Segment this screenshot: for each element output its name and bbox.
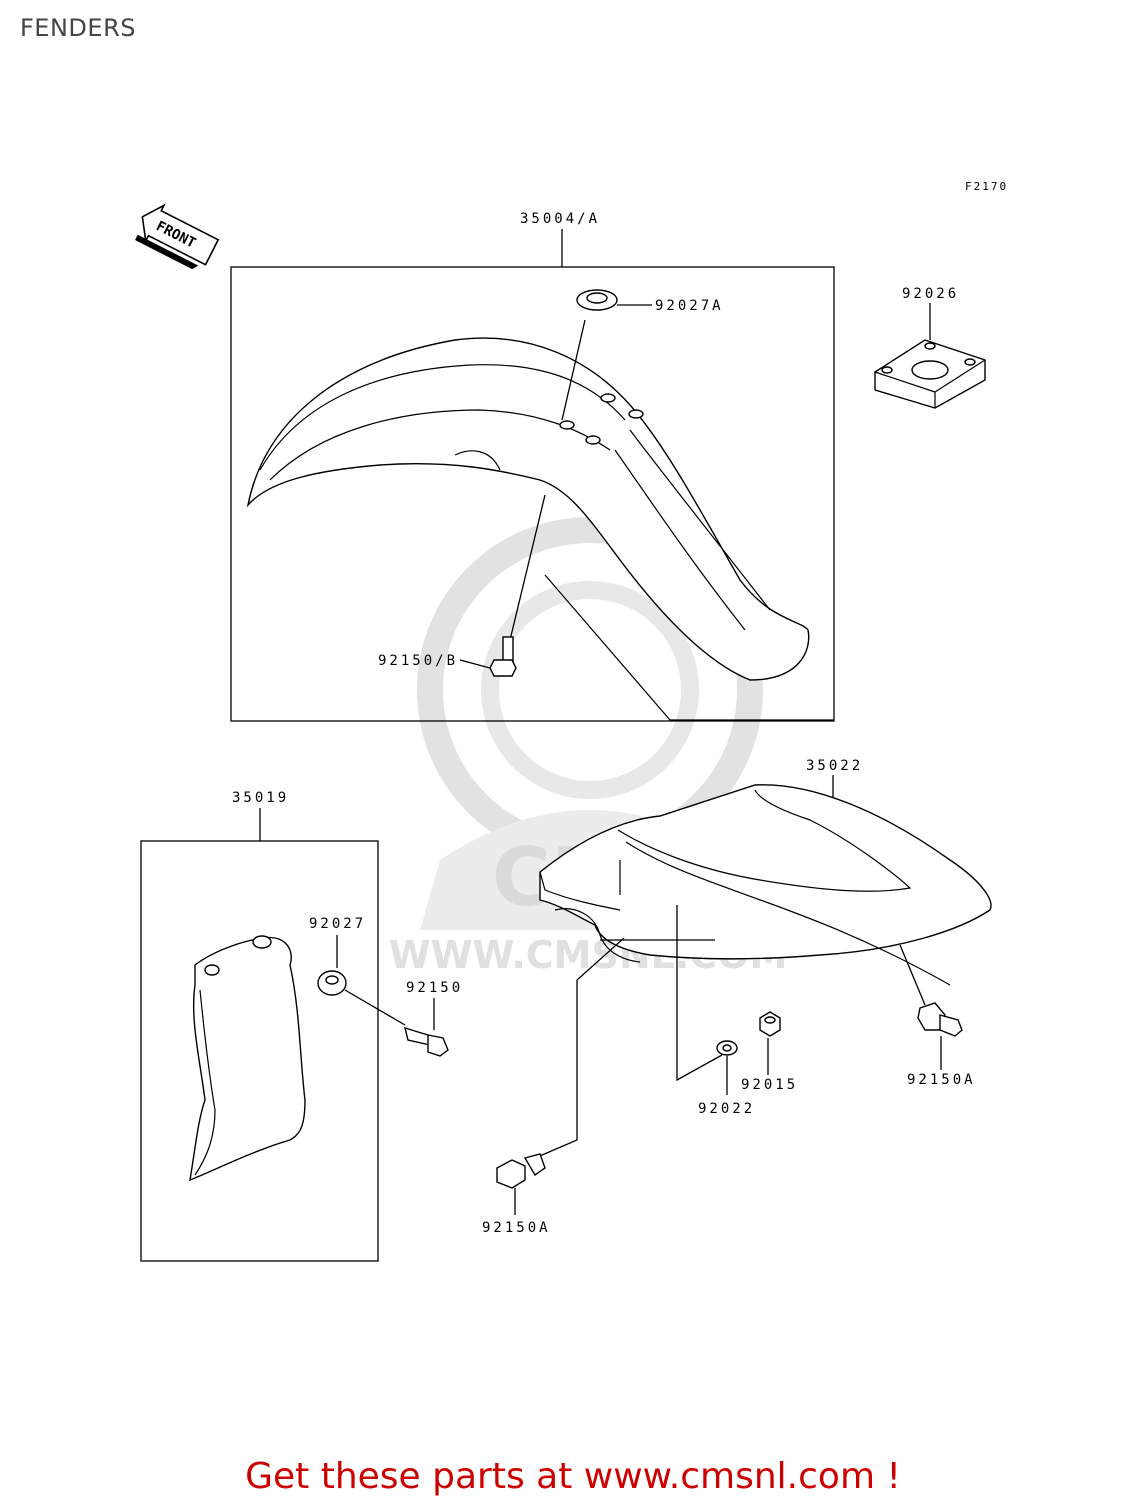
front-fender-group-box [230, 266, 835, 722]
label-nut: 92015 [741, 1077, 798, 1093]
label-grommet-flap: 92027 [309, 916, 366, 932]
figure-code: F2170 [965, 180, 1008, 193]
bolt-front [459, 494, 546, 677]
parts-diagram: CMS WWW.CMSNL.COM FRONT F2170 35004/A 92… [135, 180, 1008, 1262]
parts-link[interactable]: Get these parts at www.cmsnl.com ! [245, 1456, 901, 1497]
label-washer: 92022 [698, 1101, 755, 1117]
front-fender [246, 337, 834, 721]
washer [676, 905, 738, 1095]
bolt-rear-bottom [496, 937, 625, 1215]
damper [874, 303, 986, 409]
label-rear-fender: 35022 [806, 758, 863, 774]
page-title: FENDERS [20, 14, 136, 42]
rear-fender [539, 784, 992, 986]
grommet-top [561, 289, 652, 421]
label-grommet-top: 92027A [655, 298, 724, 314]
label-flap: 35019 [232, 790, 289, 806]
footer-cta: Get these parts at www.cmsnl.com ! [0, 1456, 1146, 1497]
nut [759, 1011, 781, 1075]
grommet-flap [317, 935, 406, 1026]
label-damper: 92026 [902, 286, 959, 302]
label-front-fender: 35004/A [520, 211, 600, 227]
bolt-rear-right [899, 944, 963, 1070]
label-bolt-front: 92150/B [378, 653, 458, 669]
bolt-flap [404, 998, 449, 1057]
label-bolt-rear-bottom: 92150A [482, 1220, 551, 1236]
label-bolt-rear-right: 92150A [907, 1072, 976, 1088]
front-direction-arrow: FRONT [135, 203, 220, 270]
mud-flap [189, 935, 306, 1182]
label-bolt-flap: 92150 [406, 980, 463, 996]
